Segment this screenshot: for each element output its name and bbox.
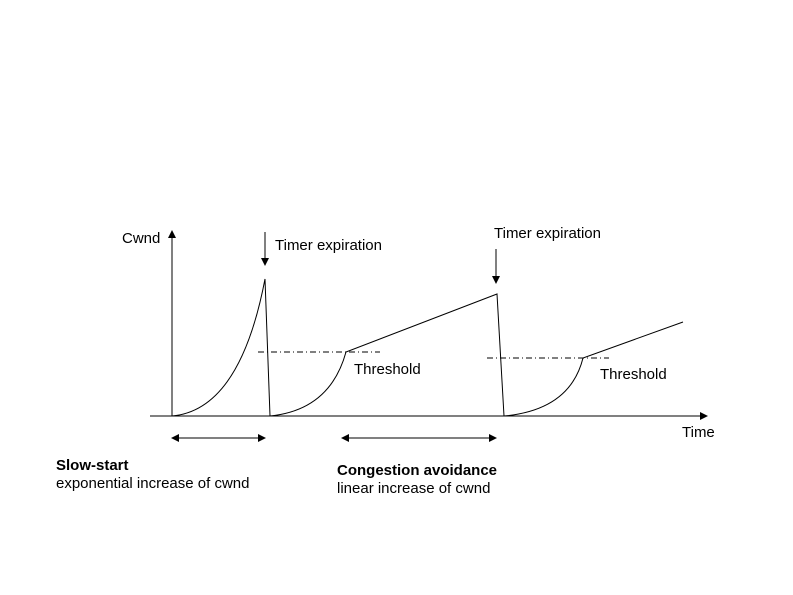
x-axis-label: Time (682, 424, 715, 441)
timer-expiration-label-2: Timer expiration (494, 225, 601, 242)
slow-start-title: Slow-start (56, 457, 129, 474)
threshold-label-1: Threshold (354, 361, 421, 378)
congestion-avoidance-description: linear increase of cwnd (337, 480, 491, 497)
timer-expiration-label-1: Timer expiration (275, 237, 382, 254)
congestion-avoidance-caption: Congestion avoidance linear increase of … (337, 462, 497, 498)
slow-start-description: exponential increase of cwnd (56, 475, 250, 492)
cwnd-curve (171, 278, 684, 417)
congestion-avoidance-title: Congestion avoidance (337, 462, 498, 479)
slow-start-caption: Slow-start exponential increase of cwnd (56, 457, 249, 493)
threshold-label-2: Threshold (600, 366, 667, 383)
y-axis-label: Cwnd (122, 230, 160, 247)
